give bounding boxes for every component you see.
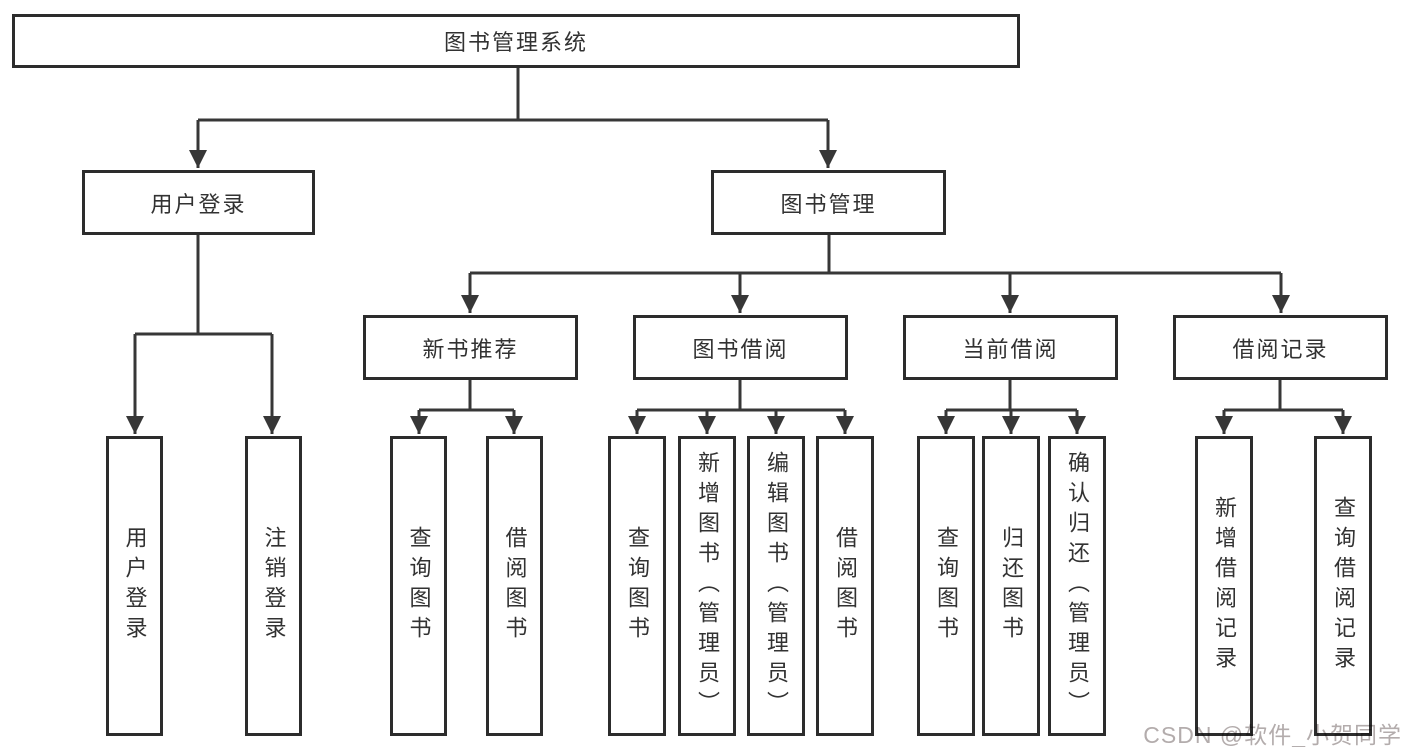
- leaf-label: 归还图书: [999, 526, 1024, 646]
- leaf-label: 新增图书（管理员）: [695, 451, 720, 721]
- node-label: 当前借阅: [962, 336, 1059, 362]
- node-label: 图书借阅: [692, 336, 789, 362]
- connector-book-borrow-children: [628, 378, 854, 434]
- connector-borrow-records-children: [1215, 378, 1352, 434]
- leaf-label: 借阅图书: [833, 526, 858, 646]
- leaf-label: 查询图书: [406, 526, 432, 646]
- leaf-label: 查询图书: [934, 526, 959, 646]
- node-label: 新书推荐: [422, 336, 519, 362]
- connector-book-mgmt-children: [461, 233, 1290, 313]
- node-current-borrowing: 当前借阅: [903, 315, 1118, 380]
- leaf-label: 查询图书: [625, 526, 650, 646]
- connector-root-to-level2: [189, 66, 837, 168]
- leaf-query-books-3: 查询图书: [917, 436, 975, 736]
- connector-user-login-children: [126, 233, 281, 434]
- node-label: 借阅记录: [1232, 336, 1329, 362]
- leaf-return-books: 归还图书: [982, 436, 1040, 736]
- leaf-label: 查询借阅记录: [1331, 496, 1356, 676]
- leaf-edit-books-admin: 编辑图书（管理员）: [747, 436, 805, 736]
- leaf-user-login: 用户登录: [106, 436, 163, 736]
- leaf-query-books-1: 查询图书: [390, 436, 447, 736]
- leaf-label: 编辑图书（管理员）: [764, 451, 789, 721]
- leaf-add-borrow-record: 新增借阅记录: [1195, 436, 1253, 736]
- leaf-label: 用户登录: [122, 526, 148, 646]
- leaf-add-books-admin: 新增图书（管理员）: [678, 436, 736, 736]
- csdn-watermark: CSDN @软件_小贺同学: [1143, 722, 1402, 747]
- connector-new-book-rec-children: [410, 378, 523, 434]
- node-label: 图书管理: [780, 191, 877, 217]
- node-label: 图书管理系统: [443, 30, 588, 55]
- node-library-management-system: 图书管理系统: [12, 14, 1020, 68]
- leaf-confirm-return-admin: 确认归还（管理员）: [1048, 436, 1106, 736]
- node-borrowing-records: 借阅记录: [1173, 315, 1388, 380]
- leaf-query-books-2: 查询图书: [608, 436, 666, 736]
- leaf-borrow-books-2: 借阅图书: [816, 436, 874, 736]
- leaf-query-borrow-record: 查询借阅记录: [1314, 436, 1372, 736]
- node-label: 用户登录: [150, 191, 247, 217]
- node-new-book-recommendation: 新书推荐: [363, 315, 578, 380]
- node-book-borrowing: 图书借阅: [633, 315, 848, 380]
- connector-current-borrow-children: [937, 378, 1086, 434]
- leaf-label: 确认归还（管理员）: [1065, 451, 1090, 721]
- node-book-management: 图书管理: [711, 170, 946, 235]
- leaf-logout: 注销登录: [245, 436, 302, 736]
- leaf-borrow-books-1: 借阅图书: [486, 436, 543, 736]
- leaf-label: 借阅图书: [502, 526, 528, 646]
- leaf-label: 新增借阅记录: [1212, 496, 1237, 676]
- node-user-login: 用户登录: [82, 170, 315, 235]
- leaf-label: 注销登录: [261, 526, 287, 646]
